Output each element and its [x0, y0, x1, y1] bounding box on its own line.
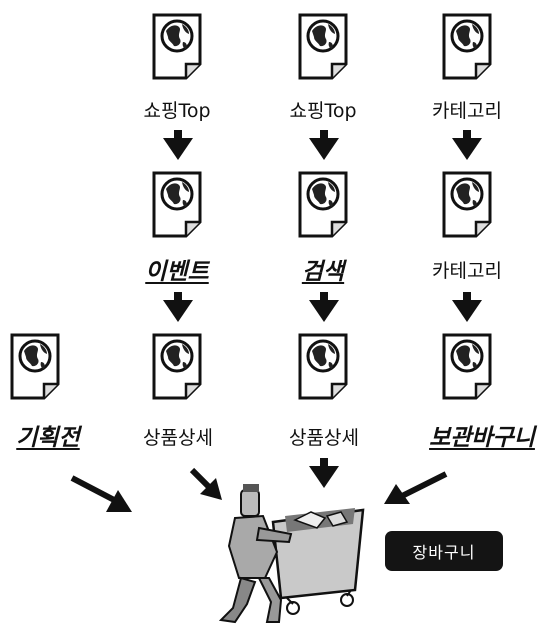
col1-bottom-label: 상품상세 [128, 423, 228, 450]
globe-page-icon [296, 170, 350, 238]
col2-bottom-label: 상품상세 [274, 423, 374, 450]
globe-page-icon [440, 12, 494, 80]
globe-page-icon [440, 332, 494, 400]
globe-page-icon [150, 332, 204, 400]
down-arrow [163, 292, 193, 322]
diagonal-arrow [70, 472, 140, 517]
col3-top-label: 카테고리 [422, 96, 512, 123]
col1-top-label: 쇼핑Top [132, 96, 222, 123]
down-arrow [452, 130, 482, 160]
shopper-with-cart-illustration [215, 482, 375, 627]
col3-mid-label: 카테고리 [422, 256, 512, 283]
down-arrow [163, 130, 193, 160]
globe-page-icon [150, 170, 204, 238]
col2-mid-label: 검색 [268, 252, 378, 286]
col1-mid-label: 이벤트 [122, 252, 232, 286]
globe-page-icon [296, 332, 350, 400]
globe-page-icon [150, 12, 204, 80]
down-arrow [452, 292, 482, 322]
left-page-label: 기획전 [0, 418, 98, 452]
down-arrow [309, 292, 339, 322]
col3-bottom-label: 보관바구니 [418, 418, 546, 452]
cart-button[interactable]: 장바구니 [385, 531, 503, 571]
globe-page-icon [440, 170, 494, 238]
col2-top-label: 쇼핑Top [278, 96, 368, 123]
globe-page-icon [8, 332, 62, 400]
diagonal-arrow [380, 470, 450, 510]
down-arrow [309, 130, 339, 160]
globe-page-icon [296, 12, 350, 80]
